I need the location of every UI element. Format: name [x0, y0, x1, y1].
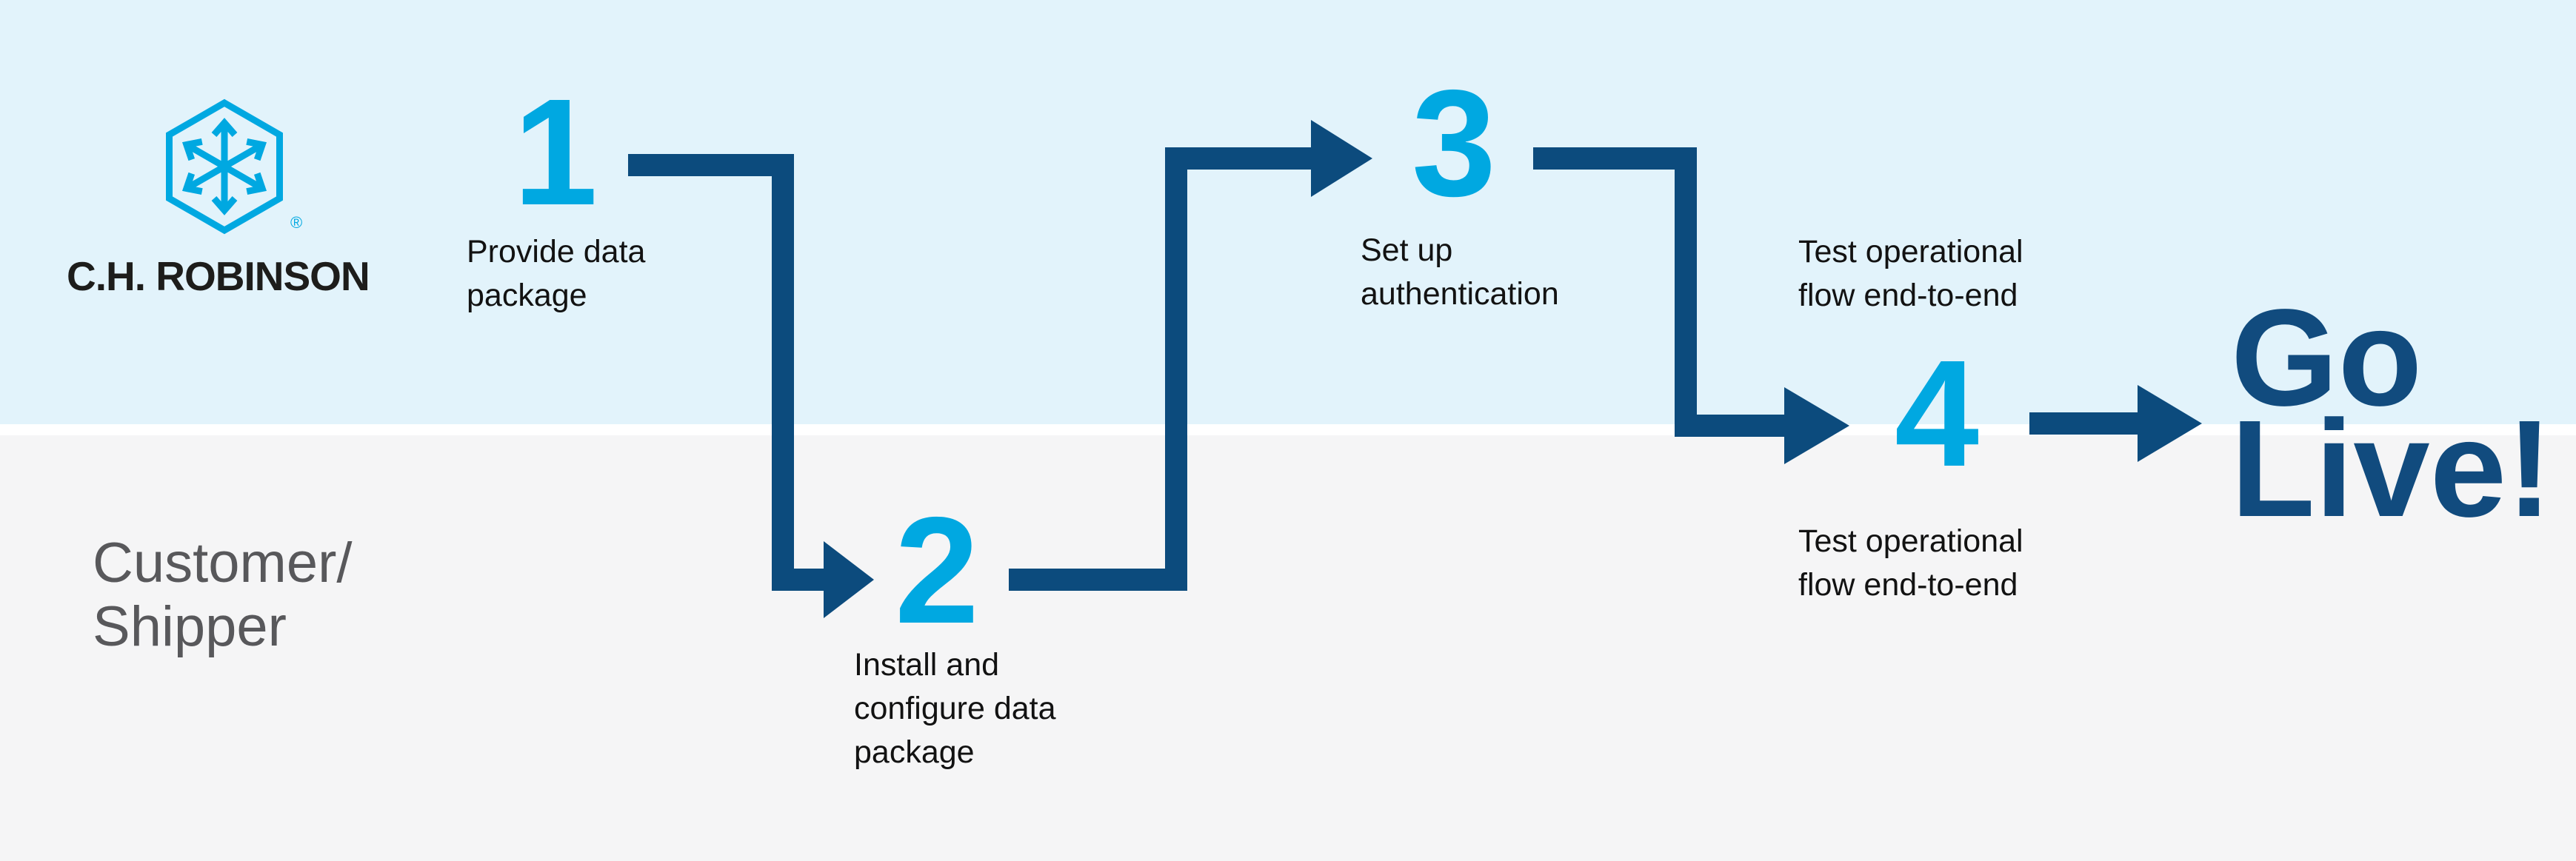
lane-divider [0, 424, 2576, 435]
connector-step2-step3 [1009, 120, 1372, 591]
step-label-line: Set up [1361, 232, 1453, 268]
step-1-number: 1 [513, 67, 598, 237]
logo-wordmark: C.H. ROBINSON [67, 253, 370, 299]
step-2-number: 2 [894, 486, 979, 655]
go-live-line: Go [2231, 281, 2423, 435]
go-live-text: Go Live! [2231, 281, 2553, 546]
registered-trademark-symbol: ® [290, 213, 303, 232]
step-label-line: package [854, 734, 975, 770]
step-label-line: package [467, 278, 587, 313]
lane-label-customer-shipper: Customer/ Shipper [93, 532, 353, 659]
lane-label-line: Shipper [93, 595, 287, 658]
connector-step4-golive [2029, 385, 2202, 462]
step-4-label-above: Test operational flow end-to-end [1798, 230, 2023, 318]
step-label-line: flow end-to-end [1798, 567, 2018, 603]
step-label-line: Install and [854, 647, 1000, 683]
lane-customer-shipper [0, 435, 2576, 861]
step-3-number: 3 [1411, 58, 1496, 228]
step-3-label: Set up authentication [1361, 229, 1559, 316]
step-label-line: authentication [1361, 276, 1559, 312]
step-label-line: configure data [854, 691, 1056, 726]
chrobinson-logo: ® C.H. ROBINSON [67, 96, 407, 311]
step-2-label: Install and configure data package [854, 643, 1056, 774]
step-1-label: Provide data package [467, 230, 645, 318]
step-label-line: Test operational [1798, 523, 2023, 559]
step-4-label-below: Test operational flow end-to-end [1798, 520, 2023, 607]
lane-chrobinson [0, 0, 2576, 424]
step-label-line: Provide data [467, 234, 646, 269]
go-live-line: Live! [2231, 392, 2553, 546]
hexagon-arrows-logo-icon [166, 98, 283, 235]
step-4-number: 4 [1894, 329, 1979, 498]
step-label-line: Test operational [1798, 234, 2023, 269]
connector-step3-step4 [1533, 147, 1849, 464]
connector-step1-step2 [628, 154, 874, 618]
step-label-line: flow end-to-end [1798, 278, 2018, 313]
lane-label-line: Customer/ [93, 532, 353, 594]
